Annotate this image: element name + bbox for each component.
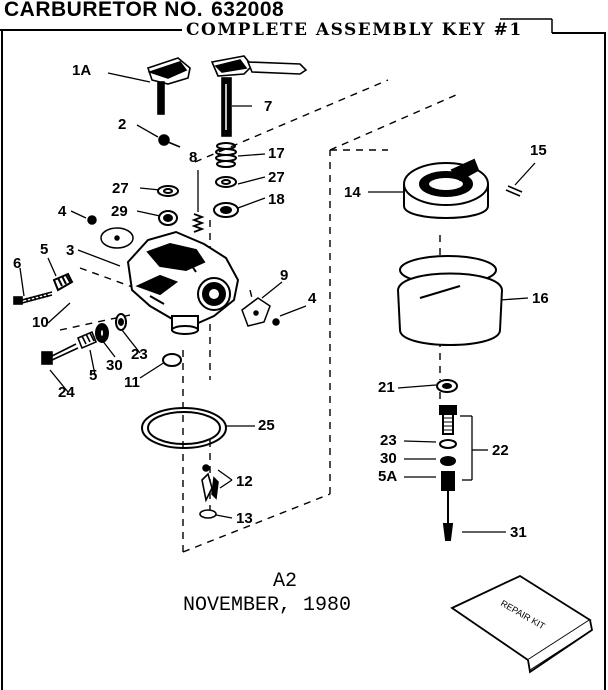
callout-30-left: 30 xyxy=(106,357,123,374)
callout-4-left: 4 xyxy=(58,203,67,220)
callout-5-lower: 5 xyxy=(89,367,98,384)
bowl-nut-assembly xyxy=(439,405,457,541)
float-bowl xyxy=(397,255,503,346)
carburetor-number: 632008 xyxy=(211,0,285,21)
diagram-date: NOVEMBER, 1980 xyxy=(183,594,352,617)
throttle-shaft-lever xyxy=(146,57,191,115)
mixture-seal-washer xyxy=(95,313,127,343)
callout-25: 25 xyxy=(258,417,275,434)
bowl-washer xyxy=(436,379,458,393)
callout-31: 31 xyxy=(510,524,527,541)
choke-shutter xyxy=(241,297,280,327)
callout-12: 12 xyxy=(236,473,253,490)
repair-kit-envelope: REPAIR KIT xyxy=(450,574,593,674)
choke-shaft-lever xyxy=(210,55,308,137)
callout-1A: 1A xyxy=(72,62,92,79)
callout-13: 13 xyxy=(236,510,253,527)
callout-29: 29 xyxy=(111,203,128,220)
callout-18: 18 xyxy=(268,191,285,208)
callout-5A: 5A xyxy=(378,468,398,485)
callout-11: 11 xyxy=(124,374,140,391)
callout-23-left: 23 xyxy=(131,346,148,363)
callout-4-right: 4 xyxy=(308,290,317,307)
callout-27-right: 27 xyxy=(268,169,285,186)
throttle-seal xyxy=(158,210,178,226)
title-prefix: CARBURETOR NO. xyxy=(4,0,204,21)
callout-16: 16 xyxy=(532,290,549,307)
carburetor-body xyxy=(126,230,240,335)
float-pin xyxy=(505,185,523,197)
idle-mixture-screw xyxy=(13,291,53,305)
washers-27 xyxy=(157,176,237,197)
callout-8: 8 xyxy=(189,149,198,166)
callout-21: 21 xyxy=(378,379,395,396)
choke-spring xyxy=(215,142,237,168)
callout-24: 24 xyxy=(58,384,75,401)
bowl-gasket xyxy=(141,407,227,449)
callout-22: 22 xyxy=(492,442,509,459)
callout-10: 10 xyxy=(32,314,49,331)
callout-23-right: 23 xyxy=(380,432,397,449)
diagram-code: A2 xyxy=(273,570,298,593)
callout-14: 14 xyxy=(344,184,361,201)
leader-lines xyxy=(19,72,536,533)
callout-5-upper: 5 xyxy=(40,241,49,258)
callout-6: 6 xyxy=(13,255,22,272)
callout-17: 17 xyxy=(268,145,285,162)
diagram-title: CARBURETOR NO. 632008 xyxy=(4,0,284,22)
idle-screw-spring-5 xyxy=(52,272,74,292)
float xyxy=(403,158,489,219)
throttle-plate xyxy=(87,215,134,249)
throttle-plate-screw xyxy=(158,134,181,148)
frame-lines xyxy=(0,18,606,690)
dashed-grouping-lines xyxy=(59,79,457,553)
callout-9: 9 xyxy=(280,267,289,284)
callout-30-right: 30 xyxy=(380,450,397,467)
inlet-needle-parts xyxy=(199,464,219,519)
callout-15: 15 xyxy=(530,142,547,159)
callout-3: 3 xyxy=(66,242,75,259)
callout-2: 2 xyxy=(118,116,127,133)
callout-7: 7 xyxy=(264,98,273,115)
assembly-key-subtitle: COMPLETE ASSEMBLY KEY #1 xyxy=(186,20,523,40)
idle-screw-spring xyxy=(191,213,205,233)
main-mixture-screw xyxy=(41,330,98,365)
choke-seal xyxy=(213,202,239,218)
welch-plug xyxy=(162,353,182,367)
callout-27-left: 27 xyxy=(112,180,129,197)
